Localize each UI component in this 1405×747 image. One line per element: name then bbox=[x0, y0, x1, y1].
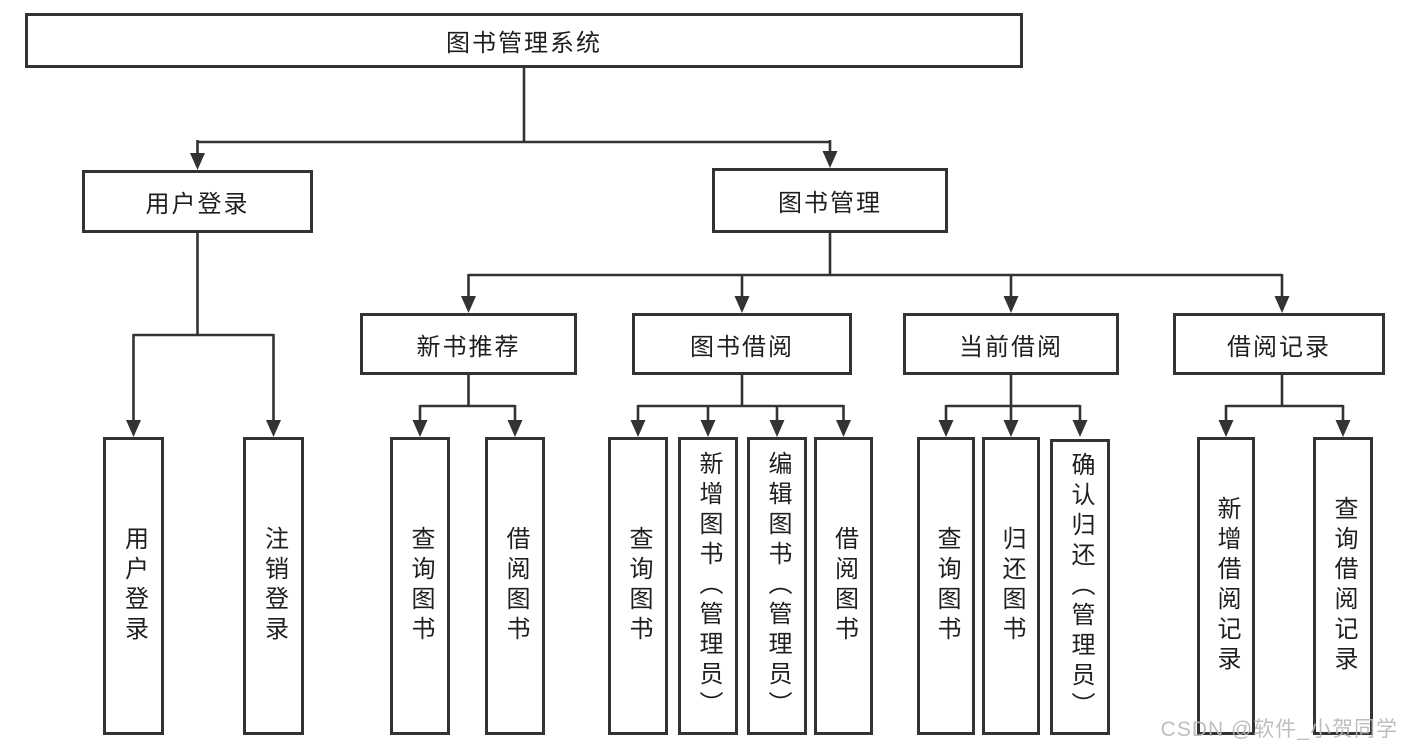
node-borrow-record: 借阅记录 bbox=[1173, 313, 1385, 375]
node-ul-logout: 注销登录 bbox=[243, 437, 304, 735]
node-nb-borrow: 借阅图书 bbox=[485, 437, 545, 735]
arrowhead-cb-return bbox=[1003, 420, 1019, 437]
arrowhead-new-book-rec bbox=[461, 296, 476, 313]
arrowhead-cb-confirm bbox=[1072, 420, 1088, 437]
node-book-borrow: 图书借阅 bbox=[632, 313, 852, 375]
node-br-query: 查询借阅记录 bbox=[1313, 437, 1373, 735]
arrowhead-bb-edit bbox=[769, 420, 785, 437]
node-book-mgmt: 图书管理 bbox=[712, 168, 948, 233]
arrowhead-bb-query bbox=[630, 420, 646, 437]
arrowhead-current-borrow bbox=[1003, 296, 1019, 313]
node-current-borrow: 当前借阅 bbox=[903, 313, 1119, 375]
arrowhead-br-query bbox=[1335, 420, 1351, 437]
arrowhead-book-mgmt bbox=[822, 151, 838, 168]
connector-userlogin-to-children bbox=[132, 233, 275, 422]
connector-borrowrecord-to-children bbox=[1224, 375, 1345, 422]
node-bb-query: 查询图书 bbox=[608, 437, 668, 735]
arrowhead-bb-borrow bbox=[836, 420, 851, 437]
connector-root-to-level2 bbox=[196, 68, 832, 155]
node-ul-login: 用户登录 bbox=[103, 437, 164, 735]
connector-bookborrow-to-children bbox=[636, 375, 845, 422]
node-bb-add: 新增图书（管理员） bbox=[678, 437, 738, 735]
arrowhead-bb-add bbox=[700, 420, 716, 437]
arrowhead-book-borrow bbox=[734, 296, 750, 313]
arrowhead-ul-login bbox=[126, 420, 141, 437]
arrowhead-borrow-record bbox=[1274, 296, 1290, 313]
arrowhead-br-add bbox=[1218, 420, 1234, 437]
connector-currentborrow-to-children bbox=[944, 375, 1082, 422]
node-cb-query: 查询图书 bbox=[917, 437, 975, 735]
node-user-login: 用户登录 bbox=[82, 170, 313, 233]
node-cb-return: 归还图书 bbox=[982, 437, 1040, 735]
watermark: CSDN @软件_小贺同学 bbox=[1160, 718, 1398, 741]
connector-newbookrec-to-children bbox=[418, 375, 517, 422]
arrowhead-cb-query bbox=[938, 420, 954, 437]
connector-bookmgmt-to-level3 bbox=[467, 233, 1284, 298]
arrowhead-user-login bbox=[190, 153, 205, 170]
node-root: 图书管理系统 bbox=[25, 13, 1023, 68]
node-new-book-rec: 新书推荐 bbox=[360, 313, 577, 375]
node-nb-query: 查询图书 bbox=[390, 437, 450, 735]
arrowhead-ul-logout bbox=[266, 420, 281, 437]
node-bb-edit: 编辑图书（管理员） bbox=[747, 437, 807, 735]
node-cb-confirm: 确认归还（管理员） bbox=[1050, 439, 1110, 735]
node-br-add: 新增借阅记录 bbox=[1197, 437, 1255, 735]
arrowhead-nb-query bbox=[412, 420, 428, 437]
arrowhead-nb-borrow bbox=[507, 420, 523, 437]
node-bb-borrow: 借阅图书 bbox=[814, 437, 873, 735]
